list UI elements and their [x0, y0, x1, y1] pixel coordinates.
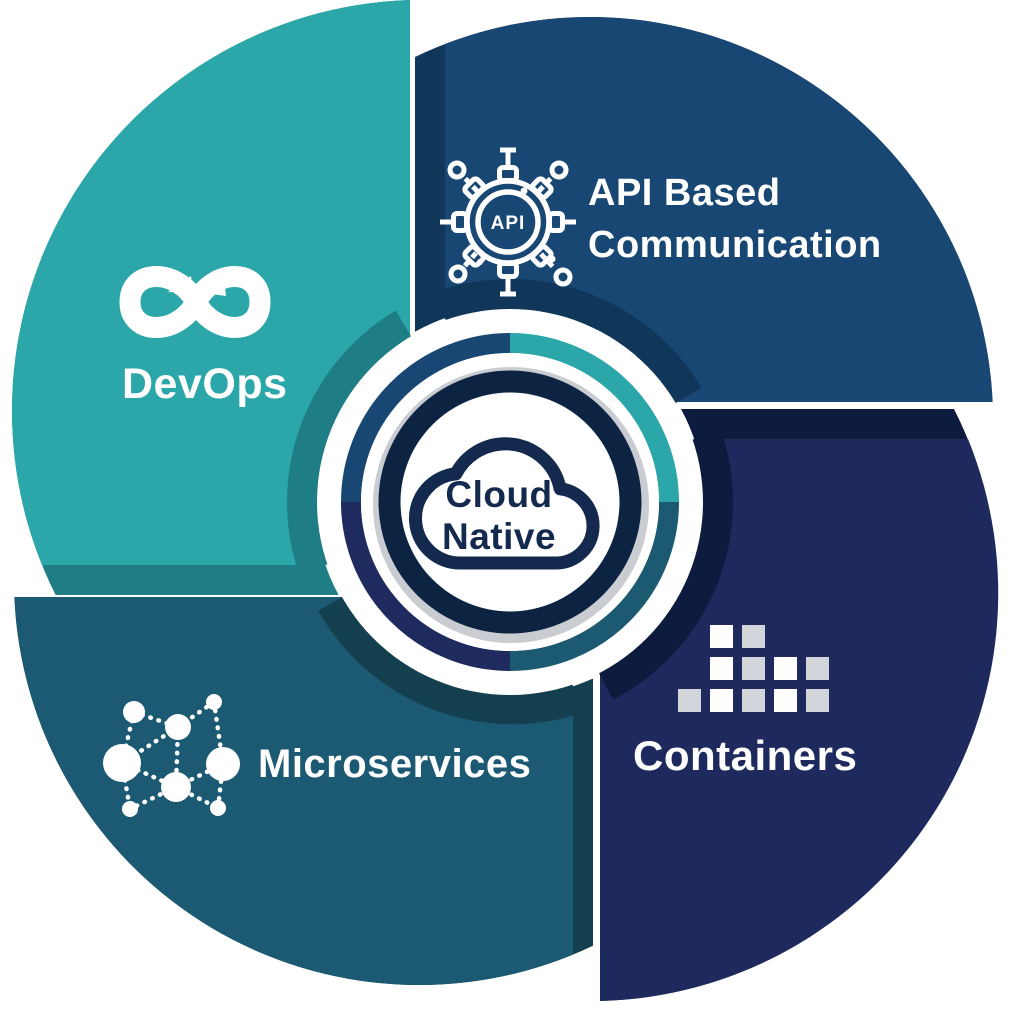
connector-node [448, 264, 468, 284]
infinity-arrowhead-left [168, 276, 193, 293]
container-block [710, 689, 733, 712]
container-block [806, 689, 829, 712]
network-node [206, 747, 240, 781]
hub-ring-top-right [509, 333, 679, 503]
container-block [742, 657, 765, 680]
api-gear-icon: API [440, 147, 576, 297]
network-node [210, 800, 226, 816]
connector-node [549, 160, 569, 180]
connector-node [447, 160, 467, 180]
api-inner-shadow [435, 279, 702, 417]
network-node [122, 801, 138, 817]
container-block [742, 689, 765, 712]
containers-icon [678, 625, 829, 712]
container-block [774, 689, 797, 712]
container-block [678, 689, 701, 712]
network-icon [103, 694, 240, 817]
connector-bottom-right [539, 252, 558, 272]
infinity-loop [119, 266, 271, 338]
container-block [774, 657, 797, 680]
containers-label: Containers [633, 732, 857, 779]
container-block [710, 625, 733, 648]
container-block [710, 657, 733, 680]
decor-dot [477, 259, 483, 265]
network-node [165, 714, 191, 740]
center-label-line2: Native [442, 516, 556, 557]
container-block [742, 625, 765, 648]
decor-dot [548, 255, 556, 263]
center-label-line1: Cloud [445, 474, 552, 515]
gear-pin-bottom [500, 278, 516, 297]
api-label-line2: Communication [588, 224, 882, 266]
hub-color-ring [341, 333, 679, 671]
gear-hub-circle [475, 189, 541, 255]
gear-api-text: API [491, 213, 526, 234]
infinity-icon [119, 266, 271, 338]
network-node [103, 744, 141, 782]
connector-top-right [537, 174, 555, 193]
connector-bottom-left [461, 251, 478, 270]
decor-dot [520, 187, 528, 195]
devops-inner-shadow [287, 310, 425, 575]
hub-ring-bottom-right [509, 501, 679, 671]
devops-label: DevOps [122, 360, 288, 408]
microservices-label: Microservices [258, 742, 531, 786]
connector-node [553, 267, 573, 287]
connector-top-left [461, 174, 479, 193]
gear-pin-top [500, 147, 516, 166]
infinity-arrowhead-right [205, 279, 226, 296]
container-block [806, 657, 829, 680]
hub-ring-bottom-left [341, 501, 511, 671]
network-node [123, 701, 145, 723]
network-node [206, 694, 222, 710]
cloud-icon [408, 437, 600, 570]
containers-inner-shadow [586, 429, 733, 700]
network-node [161, 772, 191, 802]
hub-ring-top-left [341, 333, 511, 503]
api-label-line1: API Based [588, 172, 780, 214]
cloud-outline [408, 437, 600, 570]
